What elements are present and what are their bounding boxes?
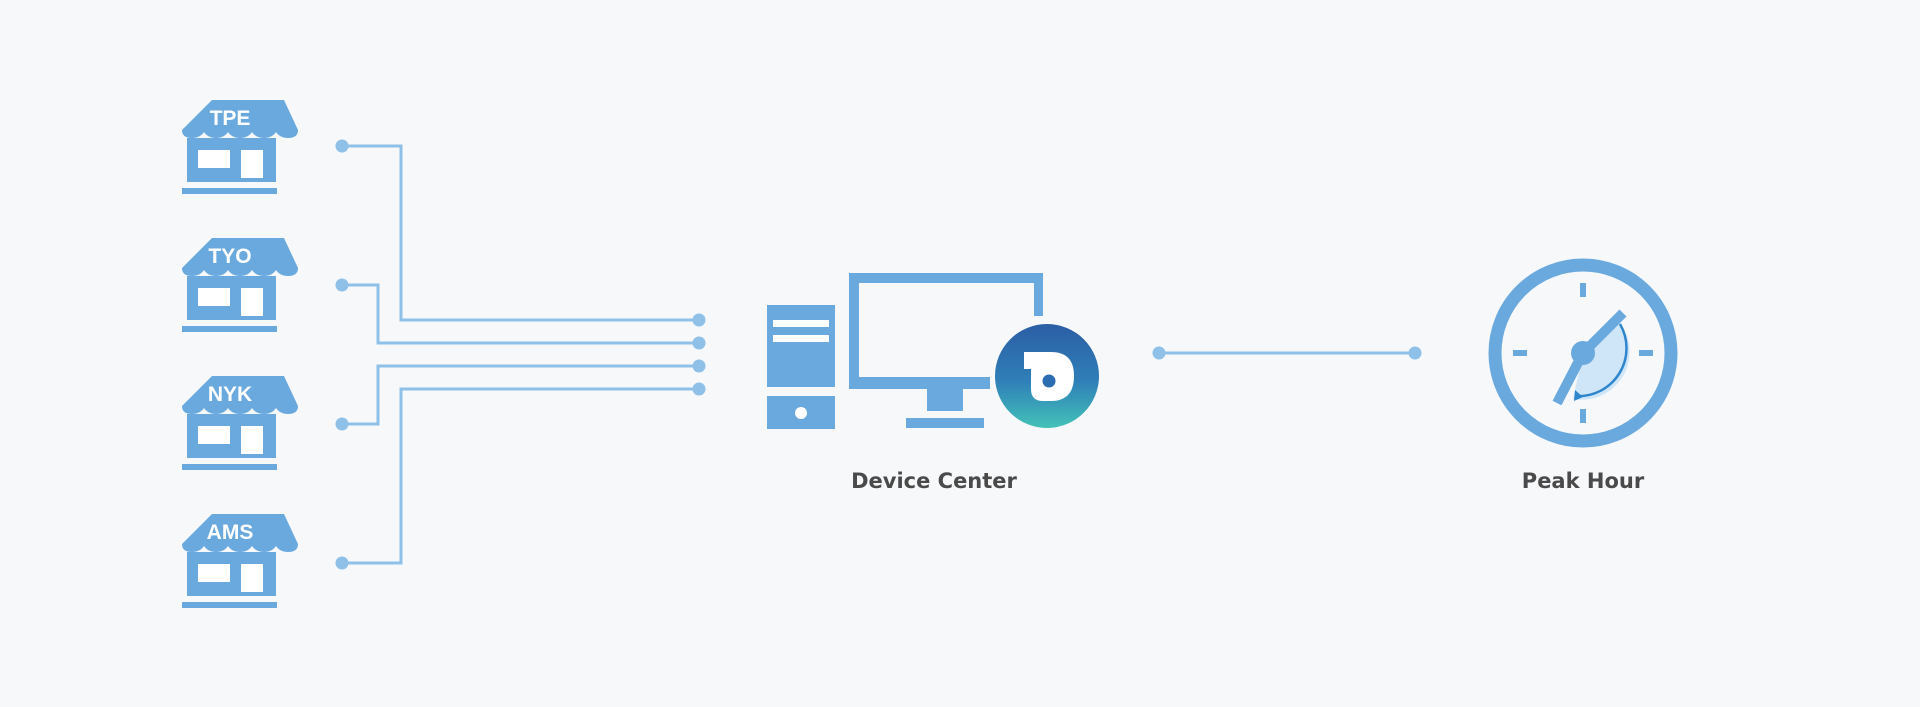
store-tpe-icon: TPE [182,100,298,194]
connector-tpe [342,144,699,322]
endpoint-dot [335,556,349,570]
connector-tyo [342,283,699,345]
desktop-computer-icon [767,273,1043,429]
store-ams-label: AMS [207,521,254,544]
endpoint-dot [1152,346,1166,360]
stores-column: TPE TYO NYK AMS [182,100,298,608]
device-center-label: Device Center [851,469,1017,493]
store-nyk-icon: NYK [182,376,298,470]
clock-icon [1488,258,1678,448]
endpoint-dot [1408,346,1422,360]
peak-hour-node: Peak Hour [1488,258,1678,493]
device-center-node: Device Center [767,273,1099,493]
store-nyk-label: NYK [208,383,252,406]
connector-endpoints [335,139,1422,570]
endpoint-dot [335,417,349,431]
store-ams-icon: AMS [182,514,298,608]
endpoint-dot [692,336,706,350]
app-logo-icon [995,324,1099,428]
store-connectors [342,144,1415,565]
endpoint-dot [335,139,349,153]
endpoint-dot [692,313,706,327]
endpoint-dot [692,382,706,396]
endpoint-dot [692,359,706,373]
peak-hour-label: Peak Hour [1522,469,1645,493]
store-tyo-icon: TYO [182,238,298,332]
connector-ams [342,387,699,565]
endpoint-dot [335,278,349,292]
store-tyo-label: TYO [208,245,251,268]
connector-nyk [342,364,699,426]
store-tpe-label: TPE [210,107,251,130]
